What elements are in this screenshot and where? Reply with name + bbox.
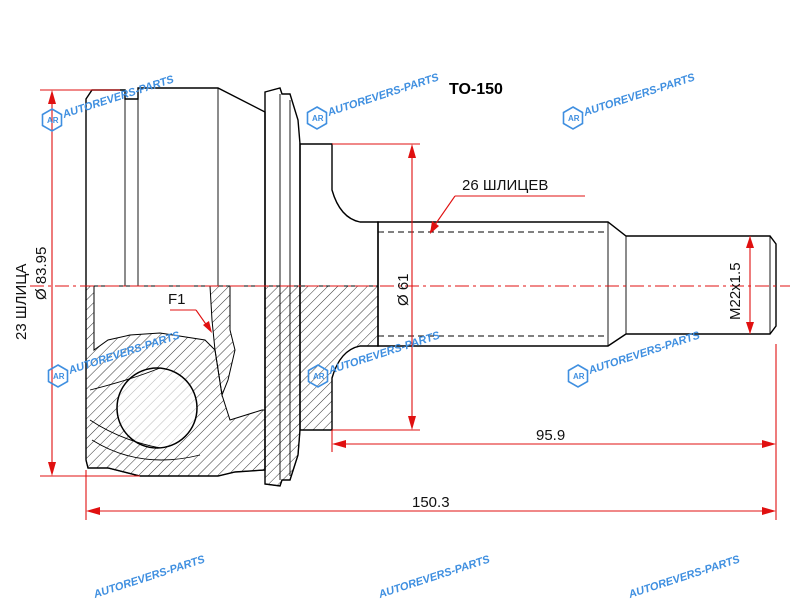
- watermark-logo-icon: AR: [573, 372, 585, 381]
- outer-race-body: [85, 87, 266, 477]
- watermark-1: AR AUTOREVERS-PARTS: [41, 73, 176, 132]
- spline-leader: [429, 195, 585, 234]
- flange: [264, 87, 301, 487]
- splined-shaft: [377, 221, 777, 347]
- watermark-6: AR AUTOREVERS-PARTS: [567, 329, 702, 388]
- left-spline-label: 23 ШЛИЦА: [13, 264, 30, 340]
- watermark-8: AUTOREVERS-PARTS: [376, 553, 492, 600]
- watermark-9: AUTOREVERS-PARTS: [626, 553, 742, 600]
- watermark-7: AUTOREVERS-PARTS: [91, 553, 207, 600]
- watermark-logo-icon: AR: [53, 372, 65, 381]
- svg-text:AUTOREVERS-PARTS: AUTOREVERS-PARTS: [91, 553, 207, 600]
- thread-dimension: [746, 236, 754, 334]
- thread-label: M22x1.5: [727, 262, 744, 320]
- total-length-label: 150.3: [412, 494, 450, 511]
- svg-text:AUTOREVERS-PARTS: AUTOREVERS-PARTS: [626, 553, 742, 600]
- watermark-logo-icon: AR: [313, 372, 325, 381]
- shaft-spline-label: 26 ШЛИЦЕВ: [462, 177, 548, 194]
- svg-text:AUTOREVERS-PARTS: AUTOREVERS-PARTS: [325, 71, 441, 119]
- f1-label: F1: [168, 291, 186, 308]
- watermark-3: AR AUTOREVERS-PARTS: [562, 71, 697, 130]
- part-number-title: TO-150: [449, 81, 503, 98]
- watermark-logo-icon: AR: [312, 114, 324, 123]
- svg-text:AUTOREVERS-PARTS: AUTOREVERS-PARTS: [376, 553, 492, 600]
- shaft-diameter-label: Ø 61: [395, 273, 412, 306]
- svg-text:AUTOREVERS-PARTS: AUTOREVERS-PARTS: [586, 329, 702, 377]
- neck: [299, 143, 379, 431]
- svg-text:AUTOREVERS-PARTS: AUTOREVERS-PARTS: [581, 71, 697, 119]
- f1-leader: [170, 309, 212, 333]
- total-length-dimension: [85, 452, 777, 520]
- shaft-length-label: 95.9: [536, 427, 565, 444]
- watermark-logo-icon: AR: [47, 116, 59, 125]
- watermark-logo-icon: AR: [568, 114, 580, 123]
- left-diameter-label: Ø 83.95: [33, 247, 50, 300]
- shaft-length-dimension: [331, 344, 777, 452]
- watermark-2: AR AUTOREVERS-PARTS: [306, 71, 441, 130]
- left-diameter-dimension: [40, 89, 140, 477]
- svg-text:AUTOREVERS-PARTS: AUTOREVERS-PARTS: [60, 73, 176, 121]
- shaft-diameter-dimension: [332, 143, 420, 431]
